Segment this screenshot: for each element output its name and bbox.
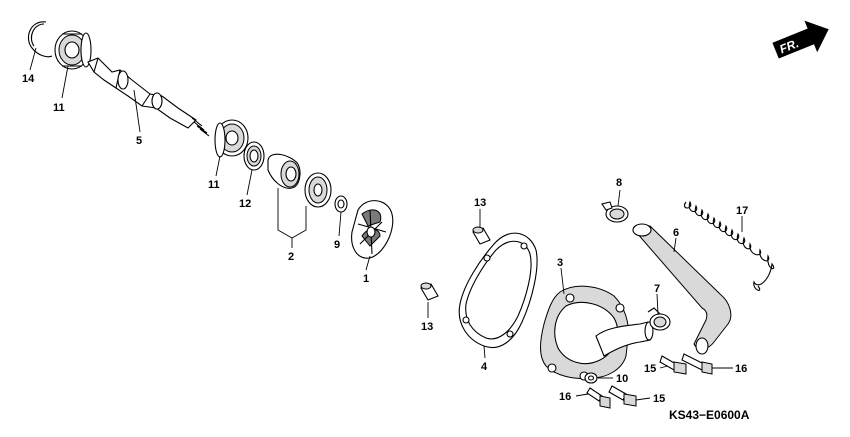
bearing-middle	[214, 119, 249, 158]
callout-14: 14	[22, 73, 35, 85]
dowel-pin-lower	[420, 282, 439, 301]
gasket	[458, 232, 538, 348]
circlip	[28, 21, 53, 58]
callout-16-right: 16	[735, 363, 747, 375]
bolt-15-right	[659, 355, 687, 375]
diagram-code: KS43−E0600A	[669, 408, 750, 422]
callout-16-bottom: 16	[559, 391, 571, 403]
callout-7: 7	[654, 283, 660, 295]
callout-15-bottom: 15	[653, 393, 665, 405]
pump-cover	[540, 285, 654, 381]
bolt-16-bottom	[586, 387, 611, 409]
callout-6: 6	[673, 227, 679, 239]
callout-1: 1	[363, 273, 369, 285]
callout-10: 10	[616, 373, 628, 385]
front-direction-arrow: FR.	[772, 20, 829, 59]
callout-15-right: 15	[644, 363, 656, 375]
callout-13-lower: 13	[421, 321, 433, 333]
callout-8: 8	[616, 177, 622, 189]
bolt-16-right	[681, 353, 713, 375]
water-hose	[632, 223, 732, 355]
coil-spring	[684, 200, 775, 291]
bolt-15-bottom	[608, 385, 637, 407]
sealing-washer	[584, 372, 598, 384]
front-marker-label: FR.	[777, 36, 800, 56]
callout-4: 4	[481, 361, 488, 373]
impeller	[351, 200, 394, 259]
callout-5: 5	[136, 135, 142, 147]
callout-11-middle: 11	[208, 179, 220, 191]
callout-9: 9	[334, 239, 340, 251]
bearing-left	[54, 30, 92, 70]
mechanical-seal	[267, 153, 332, 208]
callout-17: 17	[736, 205, 748, 217]
callout-13-upper: 13	[474, 197, 486, 209]
washer	[334, 195, 348, 213]
hose-clamp-lower	[647, 307, 671, 331]
dowel-pin-upper	[472, 226, 491, 245]
pump-shaft	[87, 57, 210, 137]
hose-clamp-upper	[601, 201, 629, 223]
callout-12: 12	[239, 198, 251, 210]
callout-11-left: 11	[53, 102, 65, 114]
callout-2: 2	[288, 251, 294, 263]
leader-lines	[29, 47, 743, 401]
oil-seal	[243, 141, 265, 171]
callout-3: 3	[557, 257, 563, 269]
